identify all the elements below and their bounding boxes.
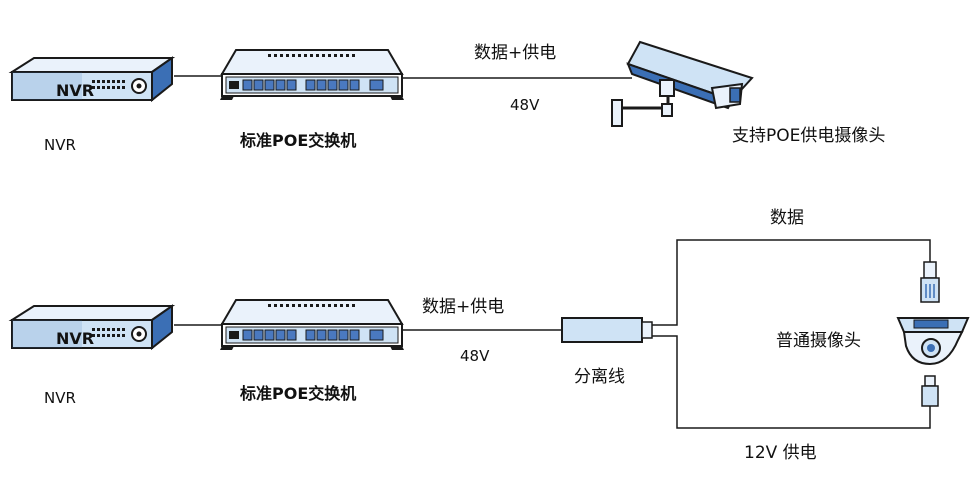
data-branch-label: 数据 <box>770 208 804 228</box>
row2-nvr-label: NVR <box>44 389 76 407</box>
row2-switch-label: 标准POE交换机 <box>239 384 356 403</box>
bullet-camera-icon <box>611 40 754 127</box>
splitter-label: 分离线 <box>574 367 625 387</box>
power-branch-wire <box>652 335 931 429</box>
row2-cable-bottom-label: 48V <box>460 347 490 365</box>
power-branch-label: 12V 供电 <box>744 443 817 463</box>
dc-power-connector-icon <box>921 375 939 407</box>
row1-switch-label: 标准POE交换机 <box>239 131 356 150</box>
row1-camera-label: 支持POE供电摄像头 <box>732 126 885 146</box>
row1-nvr-device: NVR <box>11 57 173 101</box>
row2-camera-label: 普通摄像头 <box>776 331 861 351</box>
dome-camera-icon <box>896 317 970 366</box>
row1-cable-bottom-label: 48V <box>510 96 540 114</box>
row2-cable-top-label: 数据+供电 <box>422 297 504 317</box>
row1-cable-top-label: 数据+供电 <box>474 43 556 63</box>
row2-poe-switch <box>219 299 405 351</box>
row1-nvr-device-text: NVR <box>56 81 94 100</box>
row2-nvr-device: NVR <box>11 305 173 349</box>
row1-nvr-label: NVR <box>44 136 76 154</box>
data-branch-wire <box>652 239 931 326</box>
row1-poe-switch <box>219 49 405 101</box>
row2-nvr-device-text: NVR <box>56 329 94 348</box>
rj45-connector-icon <box>920 261 940 303</box>
splitter-icon <box>561 317 653 343</box>
